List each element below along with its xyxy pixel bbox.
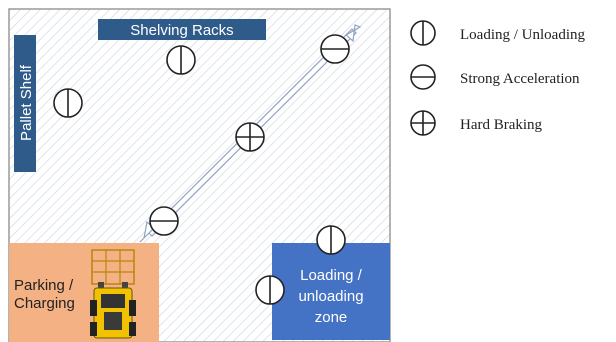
loading-zone-label-line2: unloading (298, 288, 363, 305)
loading-unloading-icon (410, 20, 436, 46)
loading-unloading-zone (272, 243, 390, 340)
legend-item-loading-unloading: Loading / Unloading (410, 20, 585, 46)
strong-acceleration-marker (320, 34, 350, 64)
loading-unloading-marker (255, 275, 285, 305)
loading-unloading-marker (53, 88, 83, 118)
legend-item-hard-braking: Hard Braking (410, 110, 543, 136)
hard-braking-marker (235, 122, 265, 152)
legend-label: Hard Braking (460, 117, 543, 133)
loading-zone-label-line1: Loading / (300, 267, 363, 284)
legend-label: Loading / Unloading (460, 27, 585, 43)
parking-label-line1: Parking / (14, 277, 74, 294)
legend-item-strong-acceleration: Strong Acceleration (410, 64, 580, 90)
loading-unloading-marker (166, 45, 196, 75)
pallet-shelf-label: Pallet Shelf (18, 64, 35, 141)
legend-label: Strong Acceleration (460, 71, 580, 87)
forklift-icon (90, 249, 136, 339)
legend: Loading / Unloading Strong Acceleration … (410, 20, 585, 136)
hard-braking-icon (410, 110, 436, 136)
loading-unloading-marker (316, 225, 346, 255)
parking-label-line2: Charging (14, 295, 75, 312)
pallet-shelf (14, 35, 36, 172)
shelving-racks (98, 19, 266, 40)
shelving-racks-label: Shelving Racks (130, 22, 233, 39)
strong-acceleration-icon (410, 64, 436, 90)
loading-zone-label-line3: zone (315, 309, 348, 326)
strong-acceleration-marker (149, 206, 179, 236)
